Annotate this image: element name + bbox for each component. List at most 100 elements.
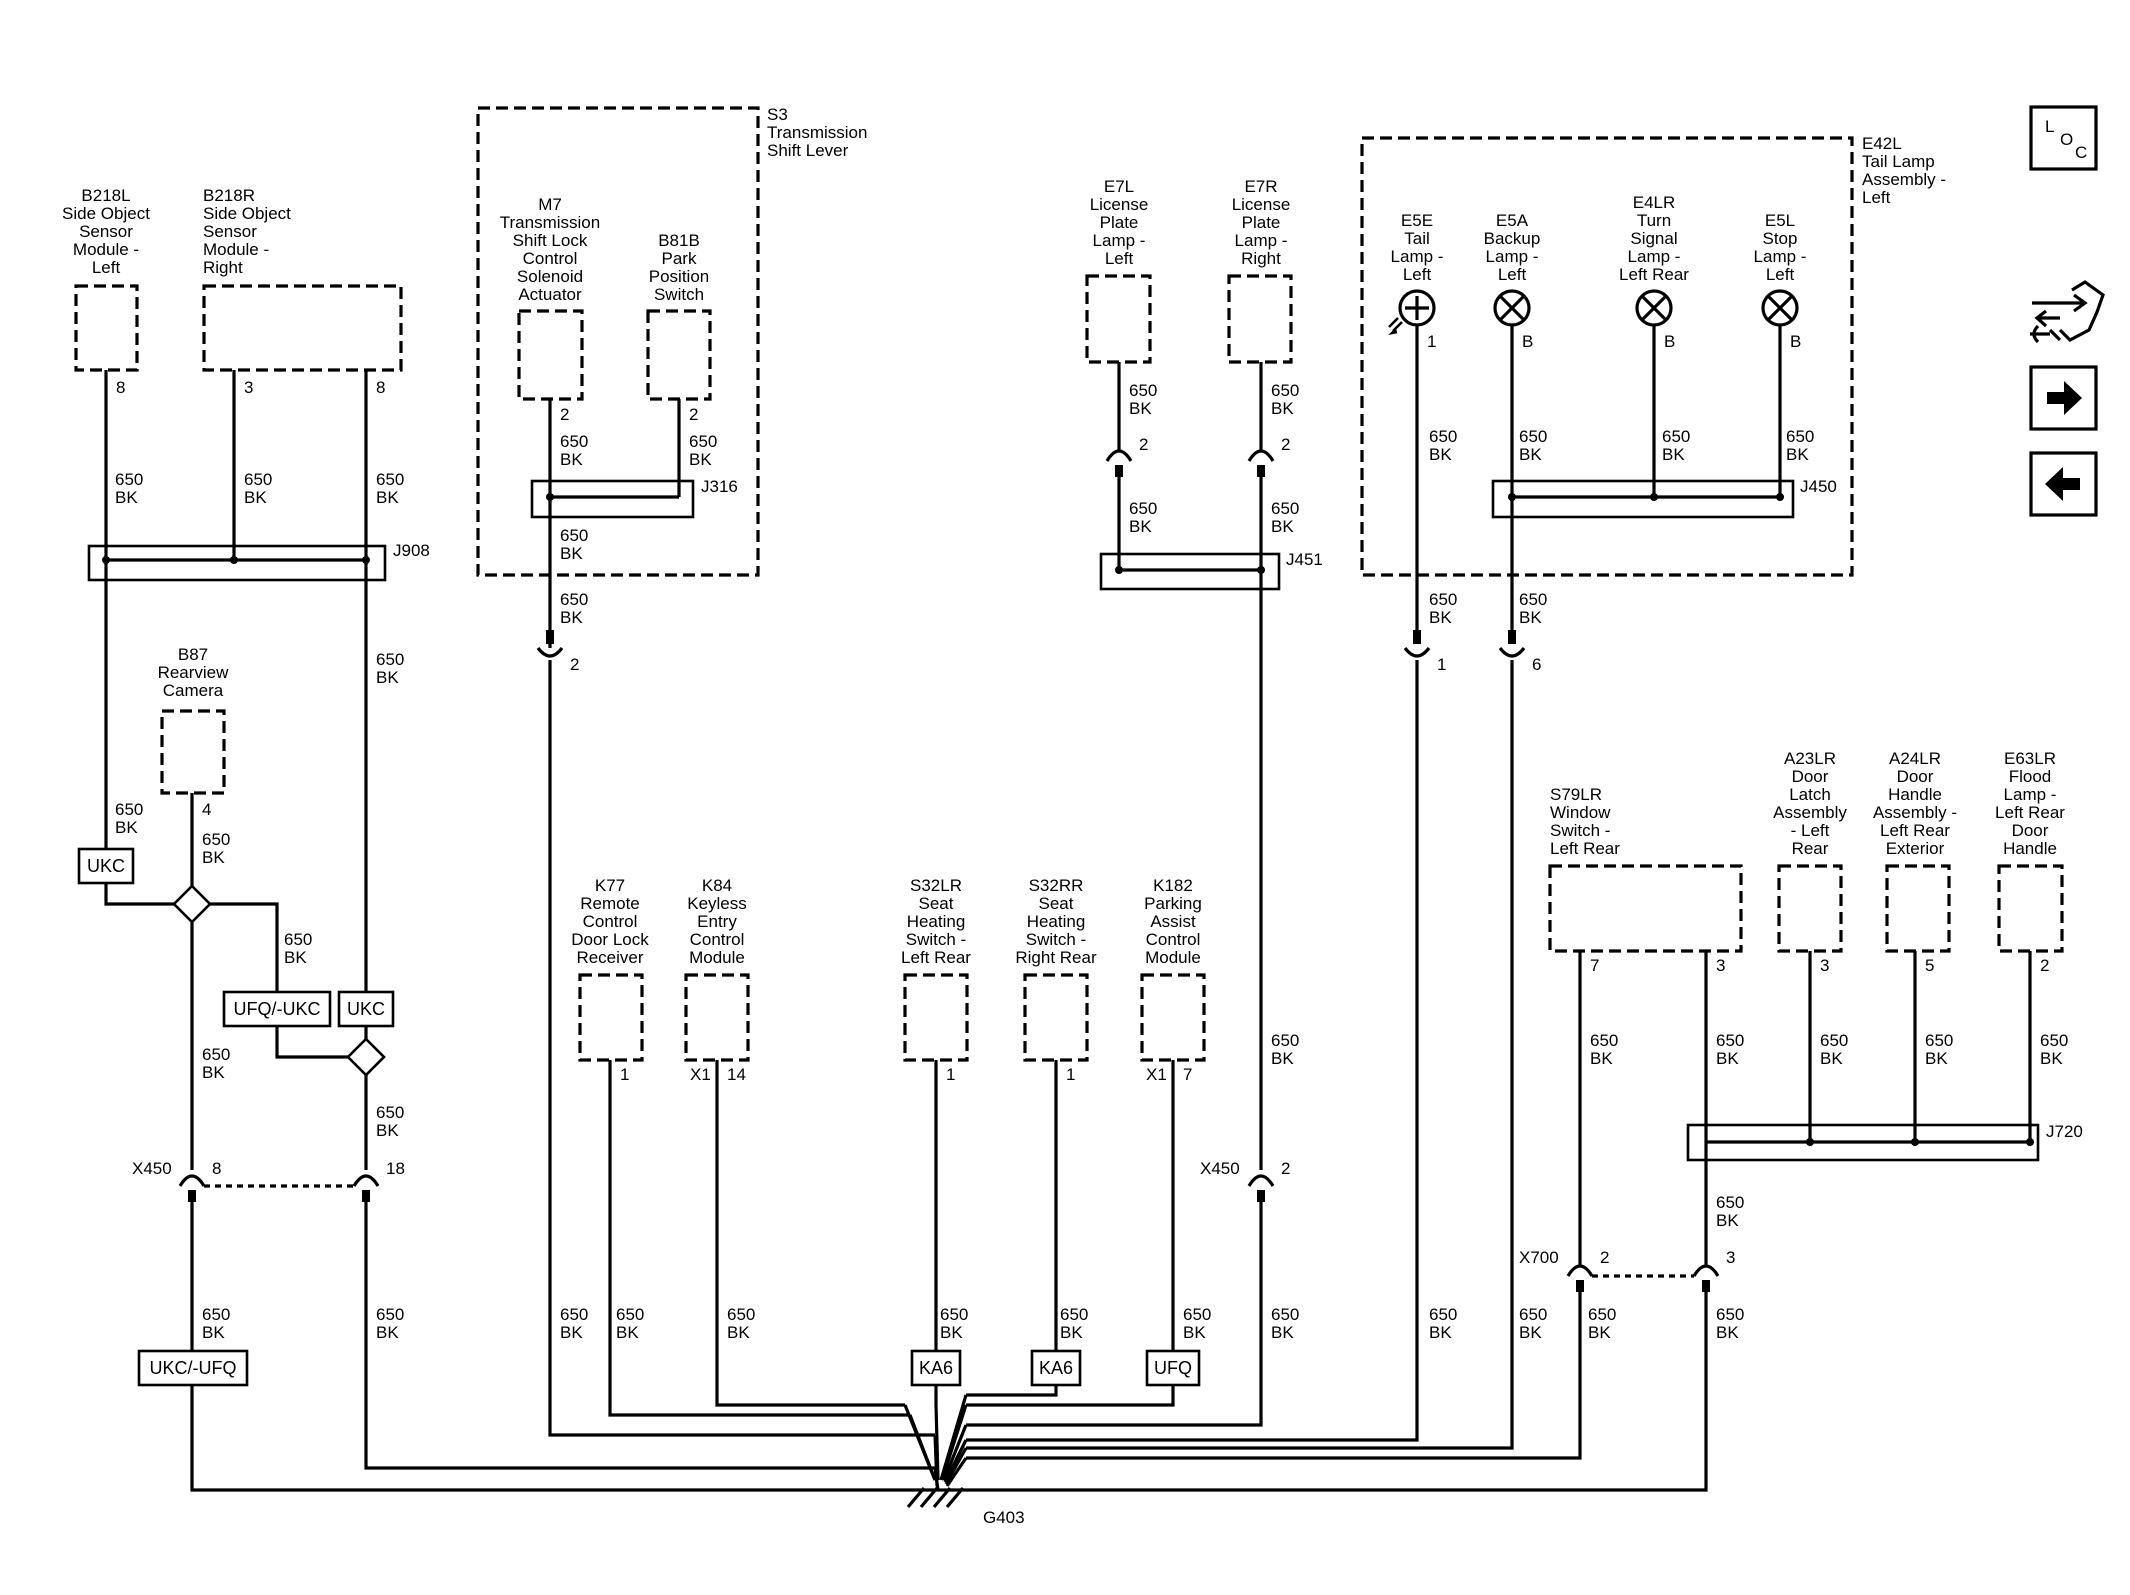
svg-text:8: 8 [376,378,385,397]
wire-color-label: BK [376,1121,399,1140]
svg-text:B: B [1664,332,1675,351]
wire-gauge-label: 650 [1716,1305,1744,1324]
wire-gauge-label: 650 [1271,381,1299,400]
wire-gauge-label: 650 [1519,1305,1547,1324]
a23lr-box [1777,864,1843,953]
wire-color-label: BK [1271,1049,1294,1068]
label-m7-line: Solenoid [517,267,583,286]
wire-color-label: BK [1925,1049,1948,1068]
wires [104,325,2032,1492]
label-k84-line: Control [690,930,745,949]
wire-color-label: BK [1060,1323,1083,1342]
k84-box [684,973,750,1062]
label-s32lr-line: Switch - [906,930,966,949]
e63lr-box [1997,864,2064,953]
label-b218l-line: Side Object [62,204,150,223]
label-e5a-line: Left [1498,265,1527,284]
wire-gauge-label: 650 [1271,499,1299,518]
label-b81b-line: Switch [654,285,704,304]
wire-gauge-label: 650 [727,1305,755,1324]
wire-color-label: BK [560,1323,583,1342]
label-k84-line: Entry [697,912,737,931]
label-a24lr-line: Door [1897,767,1934,786]
svg-text:7: 7 [1183,1065,1192,1084]
wire-gauge-label: 650 [560,526,588,545]
wire-color-label: BK [1716,1049,1739,1068]
loc-icon[interactable]: L O C [2029,105,2098,171]
wire-color-label: BK [560,608,583,627]
pin-numbers: 8 3 8 4 2 2 2 2 2 1 B B B 1 6 8 18 2 1 1… [116,332,2049,1267]
wire-gauge-label: 650 [560,432,588,451]
label-j451: J451 [1286,550,1323,569]
wire-gauge-label: 650 [1129,499,1157,518]
svg-text:18: 18 [386,1159,405,1178]
label-s79lr-line: Switch - [1550,821,1610,840]
wire-color-label: BK [689,450,712,469]
wire-gauge-label: 650 [202,1305,230,1324]
label-e7r-line: License [1232,195,1291,214]
wire-gauge-label: 650 [1716,1193,1744,1212]
label-e7l-line: Left [1105,249,1134,268]
wire-color-label: BK [1271,517,1294,536]
label-a23lr-line: Latch [1789,785,1831,804]
label-k182-x1: X1 [1146,1065,1167,1084]
svg-text:UFQ/-UKC: UFQ/-UKC [234,999,321,1019]
label-s32rr-line: Seat [1039,894,1074,913]
label-b87-line: Camera [163,681,224,700]
wire-color-label: BK [284,948,307,967]
label-k182-line: Parking [1144,894,1202,913]
arrow-left-icon[interactable] [2029,451,2098,517]
e42l-assembly-outline [1360,136,1854,577]
label-k77-line: Receiver [576,948,643,967]
label-e5l-line: E5L [1765,211,1795,230]
label-e5a-line: Backup [1484,229,1541,248]
wire-gauge-label: 650 [1271,1031,1299,1050]
svg-text:3: 3 [1716,956,1725,975]
option-ukc-right: UKC [337,990,395,1028]
wire-color-label: BK [115,818,138,837]
wire-color-label: BK [1519,1323,1542,1342]
splice-dots [102,493,2034,1146]
wire-color-label: BK [1662,445,1685,464]
label-k84-line: Keyless [687,894,747,913]
svg-text:6: 6 [1532,655,1541,674]
wire-color-label: BK [1183,1323,1206,1342]
label-b81b-line: Park [662,249,697,268]
wire-color-label: BK [376,1323,399,1342]
wire-color-label: BK [1716,1211,1739,1230]
wire-gauge-label: 650 [1429,1305,1457,1324]
wire-color-label: BK [560,544,583,563]
splice-j316 [530,479,695,519]
svg-text:UKC: UKC [87,856,125,876]
wire-gauge-label: 650 [376,650,404,669]
wire-gauge-label: 650 [1519,427,1547,446]
label-a24lr-line: Exterior [1886,839,1945,858]
wire-gauge-label: 650 [2040,1031,2068,1050]
svg-text:KA6: KA6 [919,1358,953,1378]
wire-gauge-label: 650 [115,470,143,489]
label-e42l-line: Tail Lamp [1862,152,1935,171]
label-a24lr-line: Handle [1888,785,1942,804]
label-a24lr-line: Left Rear [1880,821,1950,840]
wire-color-label: BK [1786,445,1809,464]
connector-icon[interactable] [2030,280,2105,344]
label-b81b-line: B81B [658,231,700,250]
svg-text:7: 7 [1590,956,1599,975]
splice-j450 [1491,479,1795,519]
label-m7-line: Shift Lock [513,231,588,250]
label-x700: X700 [1519,1248,1559,1267]
svg-text:3: 3 [244,378,253,397]
label-e5e-line: E5E [1401,211,1433,230]
s3-assembly-outline [476,106,760,577]
arrow-right-icon[interactable] [2029,365,2098,431]
label-s3-line: S3 [767,105,788,124]
wire-labels: 650BK650BK650BK650BK650BK650BK650BK650BK… [115,381,2068,1342]
wire-gauge-label: 650 [1925,1031,1953,1050]
label-j450: J450 [1800,477,1837,496]
wire-color-label: BK [2040,1049,2063,1068]
label-e4lr-line: Signal [1630,229,1677,248]
wire-color-label: BK [1519,608,1542,627]
wire-gauge-label: 650 [1662,427,1690,446]
wire-color-label: BK [202,1323,225,1342]
wire-gauge-label: 650 [560,1305,588,1324]
